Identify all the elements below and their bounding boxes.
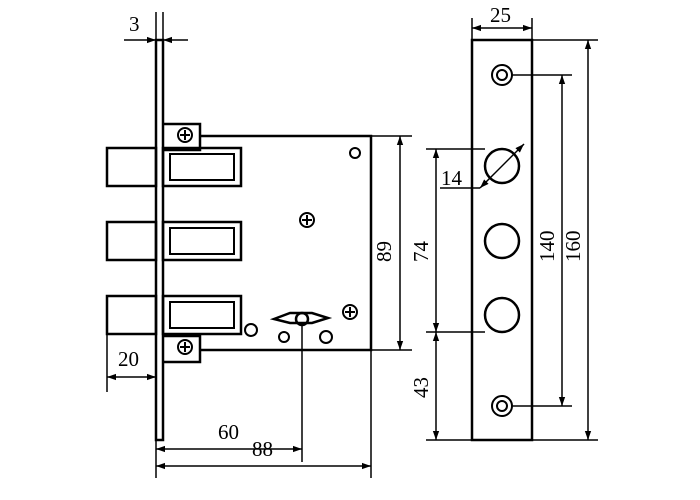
dim-label-88: 88 [252, 437, 273, 461]
bolt-bottom-projection [105, 294, 158, 336]
bolt-channel-bottom [161, 294, 243, 336]
bottom-mounting-tab [163, 334, 202, 364]
dim-bolt-projection: 20 [106, 334, 156, 392]
side-view: 3 20 60 88 89 [105, 12, 412, 478]
top-tab-screw-icon [177, 127, 193, 143]
top-mounting-tab [163, 122, 202, 152]
dim-hole-diameter: 14 [440, 143, 525, 190]
dim-overall-depth: 88 [156, 350, 372, 478]
bottom-tab-screw-icon [177, 339, 193, 355]
case-rivet-icon [349, 147, 361, 159]
dim-backset: 60 [155, 325, 303, 478]
dim-label-89: 89 [372, 241, 396, 262]
dim-hole-spacing: 140 [512, 74, 572, 407]
dim-label-20: 20 [118, 347, 139, 371]
dim-label-60: 60 [218, 420, 239, 444]
faceplate-top-screw-hole-icon [491, 64, 513, 86]
lock-case [200, 134, 373, 352]
dim-label-160: 160 [561, 231, 585, 263]
bolt-hole-bottom [483, 296, 521, 334]
bolt-channel-middle [161, 220, 243, 262]
bottom-right-rivet-icon [319, 330, 333, 344]
dim-label-3: 3 [129, 12, 140, 36]
central-screw-icon [299, 212, 315, 228]
front-view: 25 14 74 43 140 [409, 3, 598, 442]
keyhole-side-rivet-icon [278, 331, 290, 343]
dim-case-height: 89 [371, 135, 412, 351]
dim-label-140: 140 [535, 231, 559, 263]
keyhole-icon [269, 311, 333, 327]
dim-faceplate-length: 160 [532, 39, 598, 441]
bolt-top-projection [105, 146, 158, 188]
bolt-channel-top [161, 146, 243, 192]
faceplate-bottom-screw-hole-icon [491, 395, 513, 417]
dim-faceplate-thickness: 3 [124, 12, 188, 44]
bottom-left-rivet-icon [244, 323, 258, 337]
dim-label-43: 43 [409, 377, 433, 398]
dim-label-25: 25 [490, 3, 511, 27]
dim-faceplate-width: 25 [471, 3, 533, 40]
bolt-hole-middle [483, 222, 521, 260]
dim-label-74: 74 [409, 241, 433, 263]
dim-bolt-span: 74 [409, 148, 485, 333]
dim-lower-offset: 43 [409, 332, 472, 441]
faceplate-front [470, 38, 534, 442]
dim-label-14: 14 [441, 166, 463, 190]
bolt-middle-projection [105, 220, 158, 262]
lower-right-screw-icon [342, 304, 358, 320]
